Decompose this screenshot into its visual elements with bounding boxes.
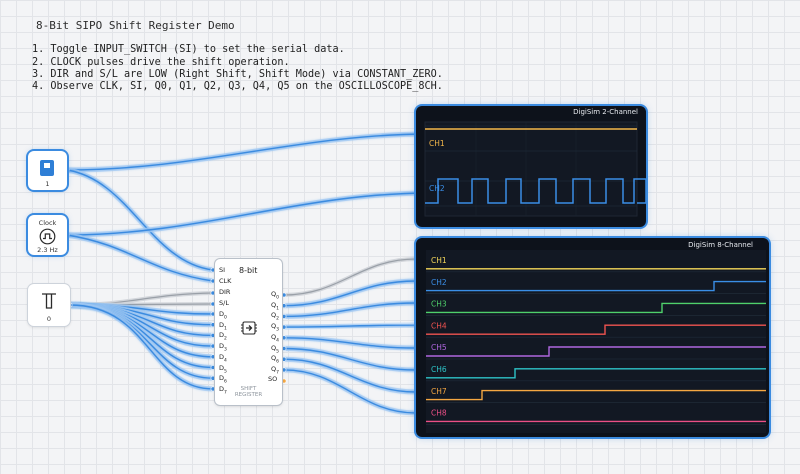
scope8-ch6-trace (426, 368, 766, 379)
demo-title: 8-Bit SIPO Shift Register Demo (36, 19, 235, 32)
wire-q3-scope[interactable] (281, 322, 419, 330)
toggle-switch-icon (40, 160, 54, 176)
undefined[interactable] (64, 190, 433, 238)
scope2-display (424, 121, 646, 217)
clock-source[interactable]: Clock 2.3 Hz (28, 215, 67, 255)
clock-frequency: 2.3 Hz (37, 246, 58, 254)
scope8-ch4-trace (426, 324, 766, 335)
wire-q4-scope[interactable] (281, 335, 419, 351)
undefined[interactable] (64, 131, 433, 173)
wire-zero-d2[interactable] (67, 302, 216, 338)
square-wave-icon (39, 228, 56, 245)
scope8-ch5-label: CH5 (431, 343, 447, 352)
pin-d5: D5 (219, 363, 227, 374)
wire-zero-d0[interactable] (67, 302, 216, 317)
register-so-port[interactable] (281, 378, 287, 384)
pin-q7: Q7 (271, 364, 279, 376)
pin-q1: Q1 (271, 300, 279, 311)
wire-zero-d7[interactable] (67, 302, 216, 392)
wire-q1-scope[interactable] (281, 278, 419, 309)
scope8-ch3-label: CH3 (431, 300, 447, 309)
pin-q4: Q4 (271, 332, 279, 344)
scope8-ch2-trace (426, 280, 766, 292)
instruction-line-4: 4. Observe CLK, SI, Q0, Q1, Q2, Q3, Q4, … (32, 81, 443, 92)
register-q-port-5[interactable] (281, 346, 287, 351)
ground-low-icon (42, 293, 56, 309)
pin-d4: D4 (219, 352, 227, 364)
wire-q0-scope[interactable] (282, 257, 418, 297)
scope8-ch8-label: CH8 (431, 409, 447, 418)
pin-q3: Q3 (271, 322, 279, 333)
register-name-line2: REGISTER (234, 392, 263, 398)
register-q-port-3[interactable] (281, 324, 287, 330)
pin-d1: D1 (219, 320, 227, 331)
pin-d0: D0 (219, 310, 227, 321)
pin-sl: S/L (219, 299, 229, 307)
constant-zero[interactable]: 0 (28, 284, 70, 326)
wire-zero-d5[interactable] (67, 302, 216, 370)
scope2-ch2-trace (425, 178, 646, 204)
wire-zero-d3[interactable] (67, 302, 216, 349)
instructions-panel: 8-Bit SIPO Shift Register Demo 1. Toggle… (0, 0, 800, 100)
shift-arrow-icon (241, 321, 257, 335)
wire-q6-scope[interactable] (281, 356, 419, 395)
register-q-port-6[interactable] (281, 356, 287, 362)
register-q-port-1[interactable] (281, 303, 287, 309)
pin-d2: D2 (219, 331, 227, 342)
instruction-line-1: 1. Toggle INPUT_SWITCH (SI) to set the s… (32, 44, 345, 55)
wire-zero-dir[interactable] (68, 291, 215, 307)
register-q-port-2[interactable] (281, 313, 287, 319)
register-name-line1: SHIFT (240, 386, 257, 392)
switch-value: 1 (45, 180, 50, 188)
scope8-ch4-label: CH4 (431, 321, 447, 330)
wire-zero-d4[interactable] (67, 302, 216, 360)
pin-q5: Q5 (271, 343, 279, 354)
pin-d7: D7 (219, 384, 227, 396)
scope8-ch5-trace (426, 346, 766, 357)
wire-q2-scope[interactable] (281, 300, 419, 319)
instruction-line-3: 3. DIR and S/L are LOW (Right Shift, Shi… (32, 69, 443, 80)
pin-q0: Q0 (271, 290, 279, 301)
pin-q2: Q2 (271, 311, 279, 322)
scope8-ch1-label: CH1 (431, 256, 447, 265)
register-q-port-4[interactable] (281, 335, 287, 341)
scope8-ch7-trace (426, 389, 766, 401)
scope2-ch1-label: CH1 (429, 139, 445, 148)
scope2-ch2-label: CH2 (429, 184, 445, 193)
wire-q5-scope[interactable] (281, 346, 419, 373)
register-bits: 8-bit (239, 266, 258, 275)
wire-zero-d6[interactable] (67, 302, 216, 381)
register-q-port-0[interactable] (281, 292, 287, 298)
scope2-title: DigiSim 2-Channel (573, 108, 638, 116)
wire-q7-scope[interactable] (281, 367, 419, 416)
scope8-ch7-label: CH7 (431, 387, 447, 396)
wire-zero-sl[interactable] (68, 302, 215, 307)
wire-zero-d1[interactable] (67, 302, 216, 328)
scope8-ch2-label: CH2 (431, 278, 447, 287)
scope8-ch6-label: CH6 (431, 365, 447, 374)
constant-value: 0 (46, 315, 52, 323)
pin-so: SO (268, 375, 278, 383)
pin-si: SI (219, 266, 226, 274)
scope8-title: DigiSim 8-Channel (688, 241, 753, 249)
pin-clk: CLK (219, 277, 232, 285)
clock-title: Clock (38, 219, 57, 227)
scope8-ch3-trace (426, 302, 766, 314)
input-switch[interactable]: 1 (28, 151, 67, 190)
undefined[interactable] (64, 232, 216, 284)
pin-q6: Q6 (271, 354, 279, 365)
instruction-line-2: 2. CLOCK pulses drive the shift operatio… (32, 57, 290, 68)
register-q-port-7[interactable] (281, 367, 287, 373)
pin-d3: D3 (219, 342, 227, 353)
pin-d6: D6 (219, 374, 227, 385)
pin-dir: DIR (219, 288, 231, 296)
undefined[interactable] (64, 167, 216, 273)
